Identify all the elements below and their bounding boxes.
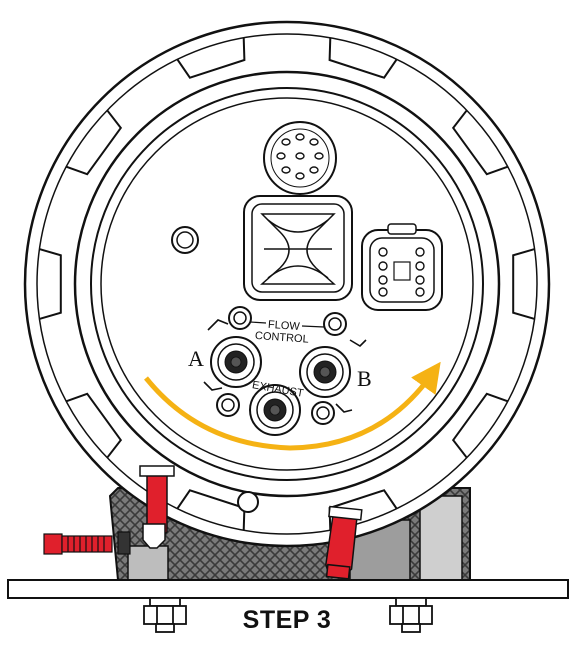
flange-notch	[451, 109, 509, 176]
flow-control-screws	[216, 306, 347, 425]
rotation-arrow	[144, 361, 441, 451]
x-valve-emblem-icon	[243, 195, 353, 301]
electrical-connector-icon	[361, 223, 443, 311]
port-b	[299, 346, 351, 398]
chevrons	[203, 319, 367, 413]
nut-right-icon	[389, 597, 433, 633]
set-screw-left	[139, 465, 175, 549]
step-label: STEP 3	[242, 606, 332, 634]
flange-tab	[237, 491, 259, 513]
mounting-plate	[7, 579, 569, 599]
flange-notch	[65, 392, 123, 459]
port-a	[210, 336, 262, 388]
flange-notch	[39, 248, 62, 320]
set-screw-removed	[43, 531, 131, 555]
flange-notch	[328, 37, 398, 79]
flange-notch	[65, 109, 123, 176]
flange-notch	[176, 489, 246, 531]
hex-plug-icon	[171, 226, 199, 254]
flange-notch	[451, 392, 509, 459]
flow-control-label-line2: CONTROL	[255, 330, 309, 346]
port-b-label: B	[357, 366, 372, 391]
port-exhaust	[249, 384, 301, 436]
vent-grille-icon	[263, 121, 337, 195]
flange-notch	[176, 37, 246, 79]
nut-left-icon	[143, 597, 187, 633]
flow-control-label-line1: FLOW	[268, 319, 301, 333]
flange-notch	[328, 489, 398, 531]
set-screw-right	[325, 505, 363, 580]
flange-notch	[512, 248, 535, 320]
port-a-label: A	[188, 346, 204, 371]
